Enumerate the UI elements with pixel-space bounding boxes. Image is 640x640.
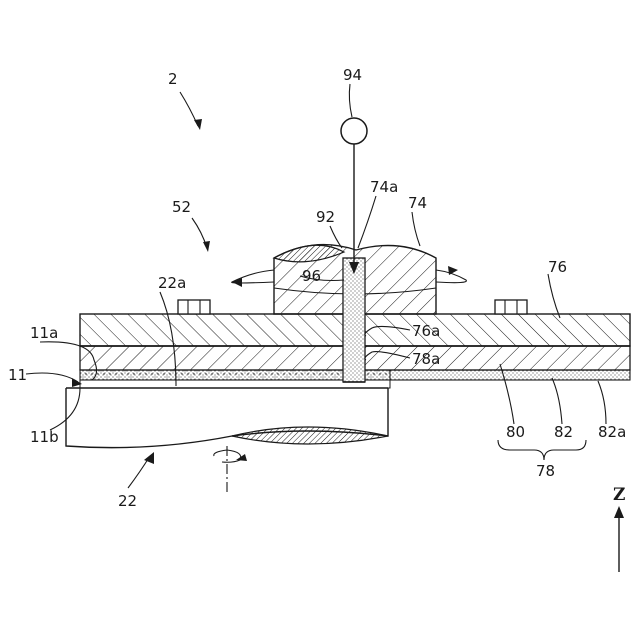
label-hole-78a: 78a — [412, 350, 440, 368]
label-hole-76a: 76a — [412, 322, 440, 340]
label-z-axis: Z — [613, 485, 625, 505]
label-pad-top-block: 74 — [408, 194, 427, 212]
label-supply-source: 94 — [343, 66, 362, 84]
label-chuck-surface: 22a — [158, 274, 186, 292]
label-pad-top: 74a — [370, 178, 398, 196]
label-wafer-top: 11a — [30, 324, 58, 342]
label-wafer: 11 — [8, 366, 27, 384]
label-layer-82a: 82a — [598, 423, 626, 441]
lower-chuck — [66, 388, 388, 492]
label-layer-80: 80 — [506, 423, 525, 441]
label-nozzle: 92 — [316, 208, 335, 226]
bolt-right — [495, 300, 527, 314]
label-supply-hole: 96 — [302, 267, 321, 285]
label-lower-chuck: 22 — [118, 492, 137, 510]
label-pad-78: 78 — [536, 462, 555, 480]
label-apparatus: 2 — [168, 70, 178, 88]
lower-chuck-lens — [232, 427, 388, 444]
supply-hole — [343, 258, 365, 382]
bolt-left — [178, 300, 210, 314]
label-layer-82: 82 — [554, 423, 573, 441]
z-axis — [614, 506, 624, 572]
label-chuck-unit: 52 — [172, 198, 191, 216]
label-top-plate: 76 — [548, 258, 567, 276]
label-wafer-bottom: 11b — [30, 428, 59, 446]
